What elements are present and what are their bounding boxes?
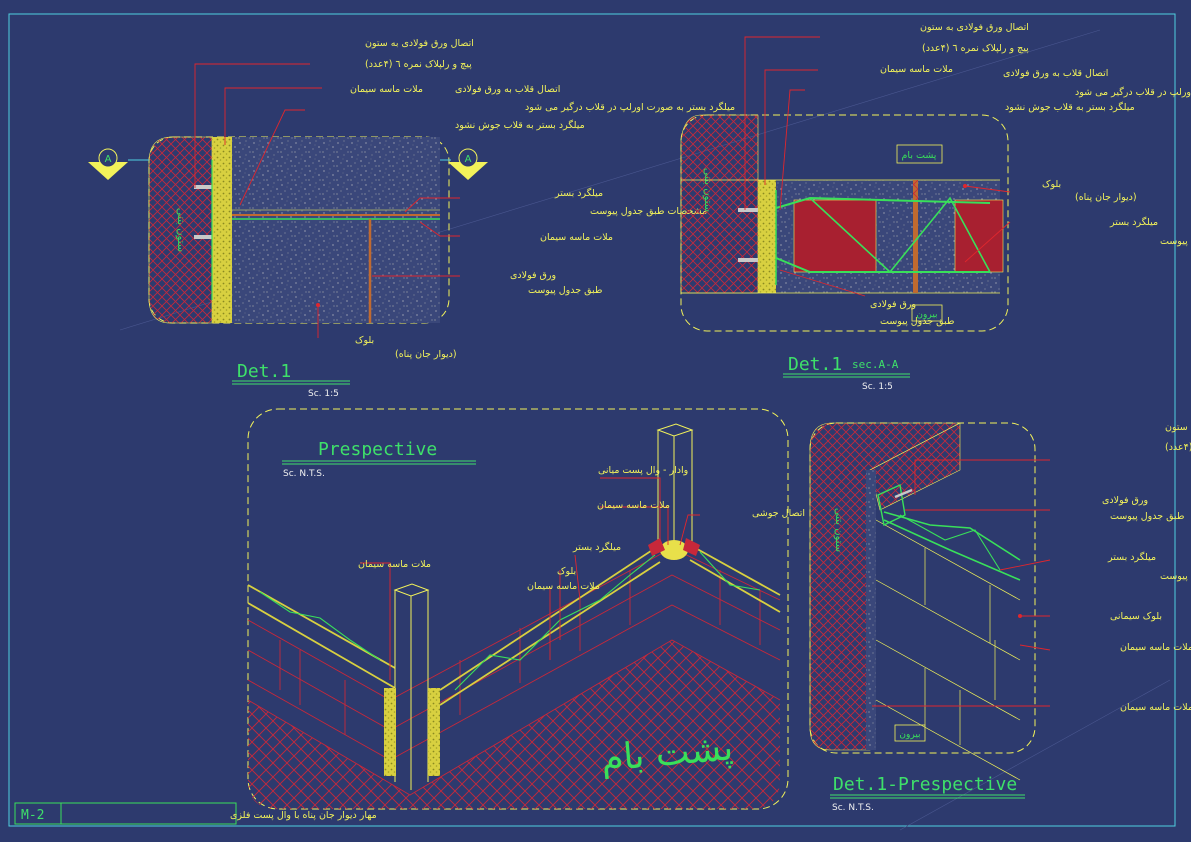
label-steel-plate-spec: طبق جدول پیوست	[528, 285, 602, 296]
label-bolt-rawlplug: پیچ و رلپلاک نمره ٦ (۴عدد)	[1165, 442, 1191, 453]
det1-plan: ستون بتنی A A	[88, 38, 735, 399]
label-parapet-wall: (دیوار جان پناه)	[1075, 192, 1137, 203]
label-mortar: ملات ماسه سیمان	[1120, 642, 1191, 653]
roof-label: پشت بام	[902, 150, 937, 161]
label-steel-plate: ورق فولادی	[1102, 495, 1148, 506]
det1-title: Det.1	[237, 361, 291, 382]
label-rebar-overlap: میلگرد بستر به صورت اورلپ در قلاب درگیر …	[1075, 86, 1191, 98]
label-mortar-2: ملات ماسه سیمان	[1120, 702, 1191, 713]
bed-rebar-zigzag	[809, 196, 991, 274]
section-mark-letter: A	[465, 154, 472, 165]
block-wall	[232, 137, 440, 323]
label-rebar-no-weld: میلگرد بستر به قلاب جوش نشود	[455, 119, 585, 131]
roof-box	[896, 144, 943, 164]
det1-scale: Sc. 1:5	[308, 389, 339, 399]
mortar-strip	[758, 180, 776, 293]
label-steel-plate-spec: طبق جدول پیوست	[1110, 511, 1184, 522]
concrete-column	[148, 136, 213, 324]
label-bolt-rawlplug: پیچ و رلپلاک نمره ٦ (۴عدد)	[365, 59, 472, 70]
block-void	[793, 199, 877, 273]
column-label: ستون بتنی	[175, 208, 186, 252]
sheet-code: M-2	[21, 808, 44, 823]
bed-rebar-zigzag	[899, 514, 1001, 571]
det1-perspective: ستون بتنی بیرون اتصال ورق فول	[809, 422, 1191, 813]
label-hook-to-plate: اتصال قلاب به ورق فولادی	[455, 84, 560, 95]
label-parapet-wall: (دیوار جان پناه)	[395, 349, 457, 360]
anchor-bolt	[738, 208, 758, 212]
roof-hatch	[248, 640, 780, 809]
block-void	[954, 199, 1004, 273]
label-steel-plate: ورق فولادی	[870, 299, 916, 310]
mortar-strip	[212, 137, 232, 323]
label-bolt-rawlplug: پیچ و رلپلاک نمره ٦ (۴عدد)	[922, 43, 1029, 54]
label-bed-rebar: میلگرد بستر	[1109, 216, 1158, 228]
secaa-subtitle: sec.A-A	[852, 358, 899, 371]
label-weld-joint: اتصال جوشی	[752, 508, 805, 519]
det1-persp-scale: Sc. N.T.S.	[832, 803, 874, 813]
label-steel-plate-to-column: اتصال ورق فولادی به ستون	[1165, 422, 1191, 433]
label-steel-plate: ورق فولادی	[510, 270, 556, 281]
mortar-strip	[866, 470, 876, 750]
label-bed-rebar: میلگرد بستر	[1107, 551, 1156, 563]
steel-plate	[877, 483, 906, 527]
outside-box	[894, 724, 926, 742]
label-bed-rebar: میلگرد بستر	[572, 541, 621, 553]
wall-post-front	[384, 583, 440, 790]
det1-persp-title: Det.1-Prespective	[833, 774, 1017, 795]
label-bed-rebar-spec: مشخصات طبق جدول پیوست	[1160, 236, 1191, 247]
anchor-bolt	[738, 258, 758, 262]
label-hook-to-plate: اتصال قلاب به ورق فولادی	[1003, 68, 1108, 79]
perspective-title: Prespective	[318, 439, 437, 460]
label-mortar-3: ملات ماسه سیمان	[358, 559, 431, 570]
label-cement-block: بلوک سیمانی	[1110, 611, 1162, 622]
column-label: ستون بتنی	[833, 508, 844, 552]
label-bed-rebar-spec: مشخصات طبق جدول پیوست	[1160, 571, 1191, 582]
outside-label: بیرون	[899, 730, 920, 740]
label-mortar: ملات ماسه سیمان	[880, 64, 953, 75]
label-steel-plate-to-column: اتصال ورق فولادی به ستون	[920, 22, 1029, 33]
label-mortar: ملات ماسه سیمان	[597, 500, 670, 511]
weld-joint	[660, 540, 688, 560]
mortar-fill	[384, 688, 396, 776]
column-label: ستون بتنی	[702, 168, 713, 212]
anchor-bolt	[194, 185, 212, 189]
secaa-title: Det.1	[788, 354, 842, 375]
det1-section-aa: ستون بتنی پشت بام بیرون اتصال ورق فولادی…	[680, 22, 1191, 392]
label-rebar-overlap: میلگرد بستر به صورت اورلپ در قلاب درگیر …	[525, 101, 735, 113]
sheet-frame	[8, 13, 1176, 827]
title-block	[14, 802, 237, 825]
wall-post-center	[648, 423, 700, 560]
perspective-scale: Sc. N.T.S.	[283, 469, 325, 479]
section-mark-right: A	[440, 148, 488, 180]
anchor-bolt	[194, 235, 212, 239]
label-wall-post: وادار - وال پست میانی	[598, 465, 688, 476]
section-mark-left: A	[88, 148, 149, 180]
label-rebar-no-weld: میلگرد بستر به قلاب جوش نشود	[1005, 101, 1135, 113]
label-steel-plate-to-column: اتصال ورق فولادی به ستون	[365, 38, 474, 49]
label-mortar-2: ملات ماسه سیمان	[540, 232, 613, 243]
bed-rebar	[883, 519, 1021, 581]
label-block: بلوک	[1042, 179, 1061, 190]
concrete-column	[680, 114, 759, 294]
label-block: بلوک	[557, 566, 576, 577]
sheet-title: مهار دیوار جان پناه با وال پست فلزی	[230, 810, 377, 821]
outside-label: بیرون	[916, 310, 937, 320]
label-steel-plate-spec: طبق جدول پیوست	[880, 316, 954, 327]
secaa-scale: Sc. 1:5	[862, 382, 893, 392]
perspective-boundary	[247, 408, 789, 810]
outside-box	[911, 304, 943, 322]
section-mark-letter: A	[105, 154, 112, 165]
mortar-fill	[428, 688, 440, 776]
label-mortar-2: ملات ماسه سیمان	[527, 581, 600, 592]
bed-rebar	[775, 257, 990, 273]
perspective-view: پشت بام	[247, 408, 805, 810]
label-mortar: ملات ماسه سیمان	[350, 84, 423, 95]
concrete-column	[809, 422, 961, 751]
label-block: بلوک	[355, 335, 374, 346]
label-bed-rebar-spec: مشخصات طبق جدول پیوست	[590, 206, 707, 217]
label-bed-rebar: میلگرد بستر	[554, 187, 603, 199]
